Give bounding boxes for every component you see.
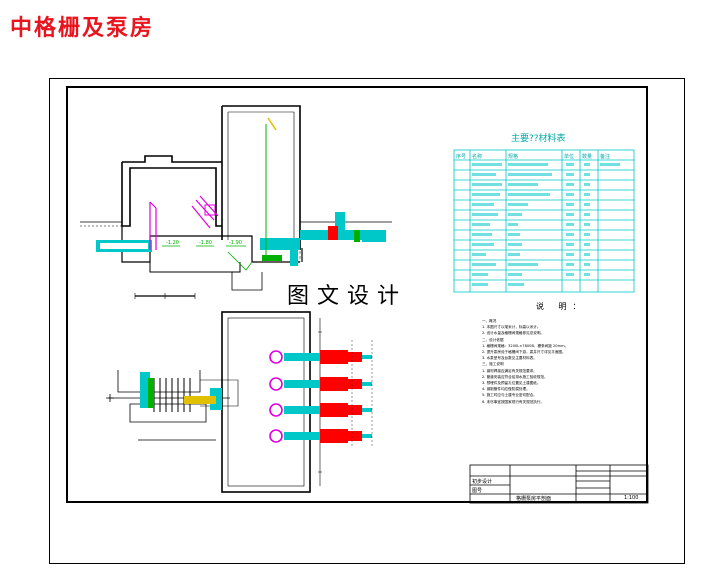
drawing-frame: [66, 86, 648, 503]
pump-row-3: [269, 403, 372, 417]
note-line: 3. 预埋件及预留孔位置见土建图纸。: [482, 381, 541, 386]
note-line: 5. 施工时应与土建专业密切配合。: [482, 393, 537, 398]
note-line: 1. 本图尺寸以毫米计，标高以米计。: [482, 325, 541, 330]
title-block-label: 初步设计: [472, 479, 493, 485]
note-line: 6. 未尽事宜按国家现行有关规范执行。: [482, 399, 545, 404]
svg-text:-1.80: -1.80: [199, 240, 212, 246]
section-view: [80, 105, 392, 299]
materials-table-fills: [472, 163, 620, 286]
title-block-drawing-name: 格栅泵房平剖面: [516, 496, 552, 502]
materials-table-header: 规格: [508, 153, 518, 160]
drawing-sheet: [49, 78, 685, 564]
note-line: 1. 格栅间规格：3200L×7800B，栅条间距 20mm。: [482, 343, 569, 348]
note-line: 三、施工说明: [482, 362, 504, 367]
svg-text:-1.90: -1.90: [229, 240, 242, 246]
svg-text:-1.20: -1.20: [166, 240, 179, 246]
title-block-scale: 1:100: [624, 495, 639, 501]
materials-table-header: 名称: [472, 153, 482, 160]
section-pipes: -1.20 -1.80 -1.90: [96, 117, 386, 271]
notes-title: 说 明：: [536, 302, 587, 311]
note-line: 4. 钢制管件均应做防腐处理。: [482, 387, 530, 392]
watermark: 图文设计: [285, 278, 410, 310]
materials-table-header: 备注: [600, 153, 610, 160]
pump-row-1: [269, 350, 372, 364]
pump-row-4: [269, 429, 372, 443]
title-block-drawing-no: 图号: [472, 488, 483, 494]
materials-table-header: 单位: [564, 153, 574, 160]
plan-pumps: [140, 372, 222, 412]
note-line: 2. 设计水量及格栅间规格参见总说明。: [482, 331, 545, 336]
materials-table-header: 序号: [456, 153, 466, 160]
materials-table-title: 主要??材料表: [511, 134, 566, 144]
note-line: 一、概况: [482, 319, 497, 323]
materials-table-header: 数量: [582, 153, 592, 160]
note-line: 1. 钢材焊接应满足有关规范要求。: [482, 368, 537, 373]
note-line: 3. 水泵型号及台数见主要材料表。: [482, 356, 537, 361]
page-title: 中格栅及泵房: [10, 15, 155, 41]
note-line: 2. 提升泵房设于格栅间下游，泵井尺寸详见平面图。: [482, 350, 566, 355]
notes-list: 一、概况 1. 本图尺寸以毫米计，标高以米计。 2. 设计水量及格栅间规格参见总…: [482, 318, 642, 405]
materials-table: [453, 149, 635, 293]
note-line: 2. 管道安装应符合给排水施工验收规范。: [482, 374, 548, 379]
pump-row-2: [269, 377, 372, 391]
title-block: [469, 464, 649, 504]
note-line: 二、设计依据: [482, 337, 504, 342]
